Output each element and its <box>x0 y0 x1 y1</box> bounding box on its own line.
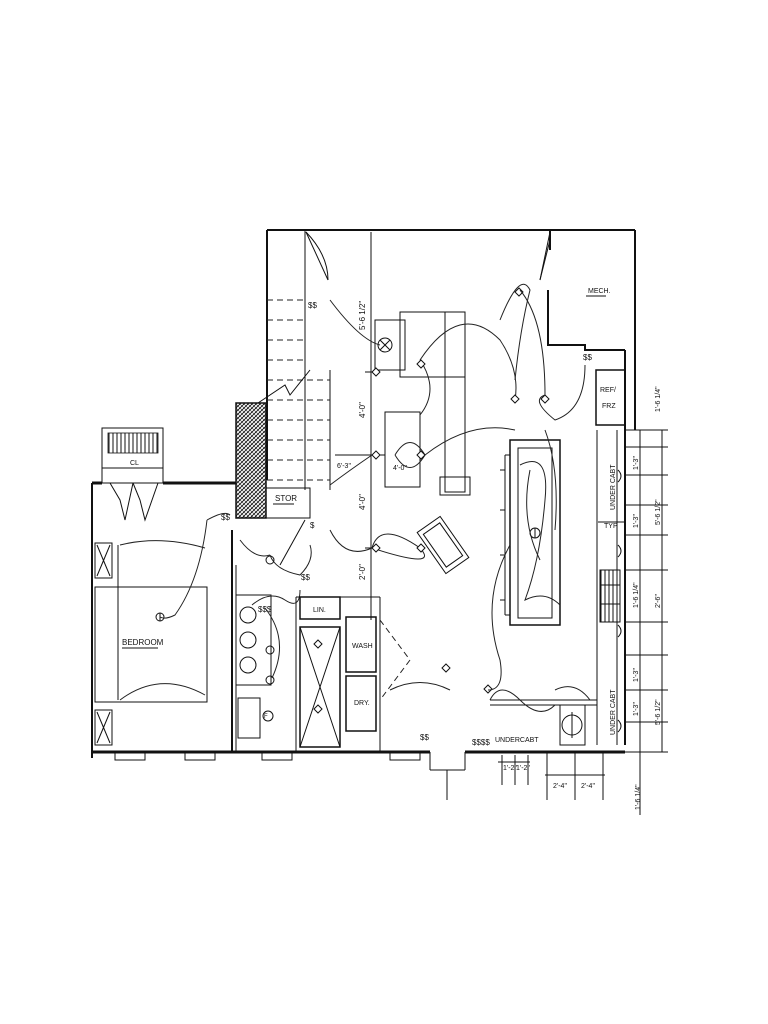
dim-h-6-3: 6'-3" <box>337 463 351 470</box>
dim-r-2-6: 2'-6" <box>655 594 662 608</box>
lin-label: LIN. <box>313 607 326 614</box>
dim-b-2-4-b: 2'-4" <box>581 783 595 790</box>
dim-b-2-4-a: 2'-4" <box>553 783 567 790</box>
stairs <box>254 230 331 490</box>
laundry-area: LIN. WASH DRY. $$ <box>295 573 451 752</box>
closet-label: CL <box>130 460 139 467</box>
dim-r-1-6-bot: 1'-6 1/4" <box>635 784 642 810</box>
ref-frz-label: REF/ <box>600 387 616 394</box>
switch-bath: $$$ <box>258 605 272 614</box>
dim-v-5-6: 5'-6 1/2" <box>358 301 367 330</box>
typ-label: TYP <box>604 523 618 530</box>
undercabt-right-bottom: UNDER CABT <box>610 689 617 735</box>
bottom-dimensions: 1'-2" 1'-2" 2'-4" 2'-4" <box>498 752 605 800</box>
bathroom: F $$$ <box>235 589 301 739</box>
bedroom: CL BEDROOM <box>94 427 237 752</box>
hatched-wall-block <box>235 402 267 519</box>
hall: $$ $ $$ <box>221 301 317 576</box>
switch-kitchen: $$$$ <box>472 738 490 747</box>
dim-r-5-6-b: 5'-6 1/2" <box>655 699 662 725</box>
undercabt-right-top: UNDER CABT <box>610 464 617 510</box>
dim-v-2-0: 2'-0" <box>358 564 367 580</box>
dim-b-1-2-b: 1'-2" <box>516 765 530 772</box>
stor-room: STOR <box>265 487 311 519</box>
switch-laundry: $$ <box>301 573 310 582</box>
svg-text:F: F <box>264 714 268 720</box>
dim-r-5-6-a: 5'-6 1/2" <box>655 499 662 525</box>
switch-mech: $$ <box>583 353 592 362</box>
dry-label: DRY. <box>354 700 370 707</box>
dim-r-1-3-b: 1'-3" <box>633 514 640 528</box>
right-dimensions: 1'-6 1/4" 1'-3" 1'-3" 5'-6 1/2" 1'-6 1/4… <box>625 386 668 815</box>
dim-r-1-3-a: 1'-3" <box>633 456 640 470</box>
mech-label: MECH. <box>588 288 611 295</box>
living-area: 5'-6 1/2" 4'-0" 4'-0" 2'-0" 6'-3" 4'-0" <box>313 231 626 800</box>
bottom-windows <box>114 751 421 761</box>
switch-stair-low: $ <box>310 521 315 530</box>
undercabt-bottom: UNDERCABT <box>495 737 539 744</box>
stor-label: STOR <box>275 494 297 503</box>
dim-r-1-6-top: 1'-6 1/4" <box>655 386 662 412</box>
dim-v-4-0-b: 4'-0" <box>358 494 367 510</box>
dim-b-1-2-a: 1'-2" <box>503 765 517 772</box>
bedroom-label: BEDROOM <box>122 638 164 647</box>
switch-bedroom: $$ <box>221 513 230 522</box>
dim-r-1-6-mid: 1'-6 1/4" <box>633 582 640 608</box>
wash-label: WASH <box>352 643 373 650</box>
dim-r-1-3-c: 1'-3" <box>633 668 640 682</box>
island-dim: 4'-0" <box>393 465 407 472</box>
switch-entry: $$ <box>420 733 429 742</box>
switch-stair-top: $$ <box>308 301 317 310</box>
dim-v-4-0-a: 4'-0" <box>358 402 367 418</box>
ref-frz-label-2: FRZ <box>602 403 616 410</box>
dim-r-1-3-d: 1'-3" <box>633 702 640 716</box>
